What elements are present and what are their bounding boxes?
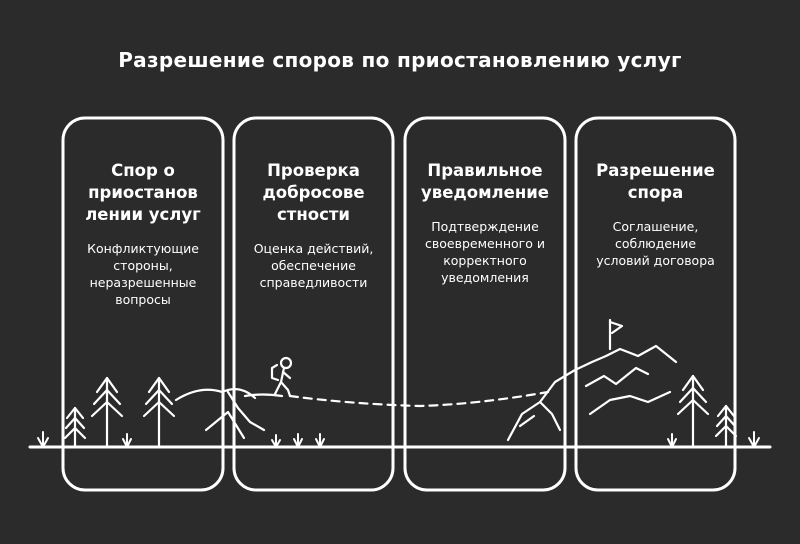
tree-icon: [676, 374, 738, 449]
trail-path-dashed: [288, 390, 550, 408]
stage-card-3: [403, 116, 567, 492]
stage-card-1: [61, 116, 225, 492]
hiker-icon: [270, 356, 293, 398]
grass-icon: [37, 431, 760, 448]
mountain-icon: [506, 344, 678, 442]
stage-card-2: [232, 116, 395, 492]
stage-1: Спор о приостанов лении услуг Конфликтую…: [66, 160, 220, 308]
stage-3-description: Подтверждение своевременного и корректно…: [425, 219, 545, 285]
stage-3: Правильное уведомление Подтверждение сво…: [408, 160, 562, 286]
mountain-icon: [174, 387, 266, 440]
page-title: Разрешение споров по приостановлению усл…: [118, 48, 682, 72]
stage-4: Разрешение спора Соглашение, соблюдение …: [579, 160, 732, 269]
stage-2: Проверка добросове стности Оценка действ…: [237, 160, 390, 291]
stage-1-heading: Спор о приостанов лении услуг: [85, 161, 201, 224]
stage-2-heading: Проверка добросове стности: [262, 161, 365, 224]
stage-4-description: Соглашение, соблюдение условий договора: [596, 219, 715, 268]
stage-1-description: Конфликтующие стороны, неразрешенные воп…: [87, 241, 199, 307]
tree-icon: [63, 376, 176, 449]
trail-path: [243, 393, 284, 398]
stage-2-description: Оценка действий, обеспечение справедливо…: [253, 241, 374, 290]
flag-icon: [608, 318, 624, 351]
stage-4-heading: Разрешение спора: [596, 161, 715, 202]
stage-3-heading: Правильное уведомление: [421, 161, 549, 202]
stage-card-4: [574, 116, 737, 492]
